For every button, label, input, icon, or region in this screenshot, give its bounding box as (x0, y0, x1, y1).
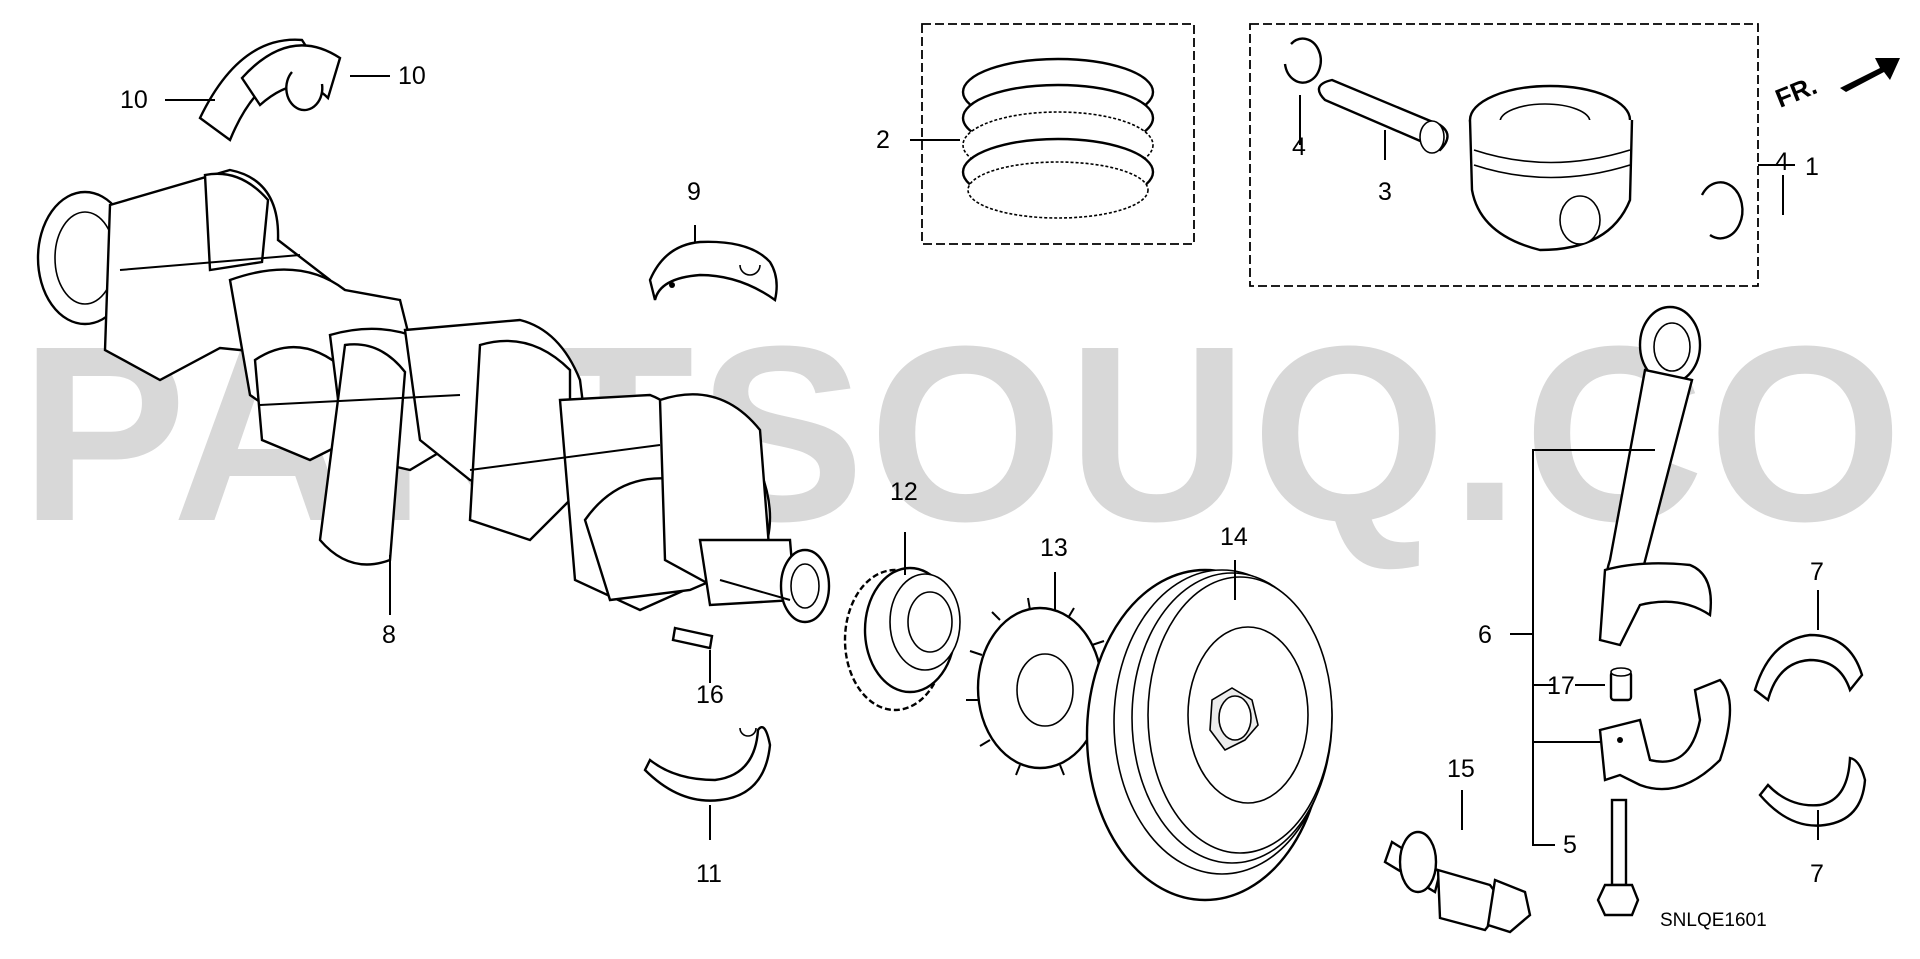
piston-ring-set-frame (921, 23, 1195, 245)
callout-12: 12 (890, 478, 918, 506)
main-bearing-upper-9-part[interactable] (648, 240, 778, 303)
crankshaft-pulley-14-part[interactable] (1085, 568, 1333, 902)
callout-1: 1 (1805, 153, 1819, 181)
callout-9: 9 (687, 178, 701, 206)
callout-14: 14 (1220, 523, 1248, 551)
main-bearing-lower-11-part[interactable] (643, 726, 772, 802)
crankshaft-sprocket-12-part[interactable] (843, 566, 961, 712)
piston-pin-3-part[interactable] (1317, 78, 1449, 154)
callout-2: 2 (876, 126, 890, 154)
diagram-code-label: SNLQE1601 (1660, 910, 1767, 931)
callout-7-lower: 7 (1810, 860, 1824, 888)
oil-hole-dot (669, 282, 675, 288)
callout-10-left: 10 (120, 86, 148, 114)
callout-15: 15 (1447, 755, 1475, 783)
callout-13: 13 (1040, 534, 1068, 562)
piston-ring-set-2-part[interactable] (961, 57, 1155, 219)
thrust-washer-10-part[interactable] (198, 38, 342, 142)
rod-bearing-7-upper-part[interactable] (1753, 633, 1864, 703)
piston-assembly-frame (1249, 23, 1759, 287)
callout-7-upper: 7 (1810, 558, 1824, 586)
rod-bearing-7-lower-part[interactable] (1758, 756, 1867, 827)
crank-pulser-plate-13-part[interactable] (966, 597, 1110, 776)
front-direction-indicator: FR. (1771, 58, 1900, 114)
callout-16: 16 (696, 681, 724, 709)
crankshaft-part[interactable] (36, 168, 831, 624)
pulley-bolt-15-part[interactable] (1383, 830, 1532, 934)
callout-4-left: 4 (1292, 133, 1306, 161)
callout-10-right: 10 (398, 62, 426, 90)
woodruff-key-16-part[interactable] (671, 626, 714, 650)
callout-11: 11 (696, 860, 722, 888)
callout-8: 8 (382, 621, 396, 649)
knock-pin-17-part[interactable] (1609, 667, 1633, 702)
piston-snap-ring-4-left-part[interactable] (1283, 37, 1322, 84)
piston-1-part[interactable] (1468, 84, 1634, 252)
callout-3: 3 (1378, 178, 1392, 206)
callout-5: 5 (1563, 831, 1577, 859)
connecting-rod-cap-part[interactable] (1598, 678, 1732, 791)
connecting-rod-bolt-5-part[interactable] (1596, 798, 1640, 917)
front-direction-label: FR. (1771, 70, 1821, 114)
callout-17: 17 (1547, 672, 1575, 700)
connecting-rod-6-part[interactable] (1598, 305, 1712, 647)
callout-4-right: 4 (1775, 148, 1789, 176)
front-arrow-icon (1840, 58, 1900, 92)
callout-6: 6 (1478, 621, 1492, 649)
leader-lines (165, 75, 1819, 846)
piston-snap-ring-4-right-part[interactable] (1700, 181, 1744, 240)
